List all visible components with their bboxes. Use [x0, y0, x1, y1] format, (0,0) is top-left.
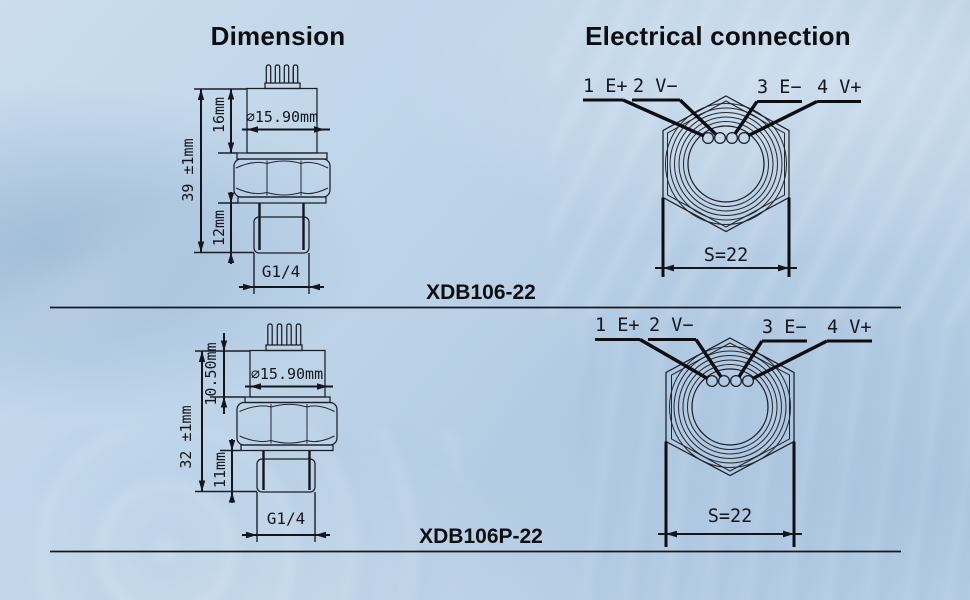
pin-leaders: [583, 98, 861, 138]
dimension-section-title: Dimension: [210, 21, 346, 51]
dim-upper-label: 16mm: [210, 97, 228, 133]
connector-face-bottom: 1 E+ 2 V− 3 E− 4 V+ S=22: [595, 315, 872, 547]
dim-diameter-label: ∅15.90mm: [251, 365, 323, 383]
pin-leaders: [595, 338, 872, 381]
electrical-section-title: Electrical connection: [585, 21, 851, 51]
hex-chamfer: [667, 100, 785, 228]
dim-overall-label: 32 ±1mm: [177, 405, 195, 468]
dim-upper-height: 16mm: [210, 89, 237, 154]
model-label-xdb106-22: XDB106-22: [426, 281, 536, 304]
thread-port: [253, 203, 310, 254]
flange: [244, 396, 331, 404]
dim-overall-height: 39 ±1mm: [179, 88, 254, 254]
pin1-label: 1 E+: [583, 76, 628, 97]
dim-wrench-flat: S=22: [658, 441, 802, 547]
thread-port: [256, 450, 316, 493]
model-label-xdb106p-22: XDB106P-22: [419, 525, 543, 548]
pin3-label: 3 E−: [762, 317, 807, 338]
dim-overall-label: 39 ±1mm: [179, 138, 197, 201]
washer: [237, 196, 327, 204]
dim-lower-label: 12mm: [210, 210, 228, 246]
dim-wrench-flat: S=22: [655, 197, 797, 277]
dim-upper-label: 10.50mm: [202, 342, 220, 405]
dim-diameter-label: ∅15.90mm: [246, 108, 318, 126]
hex-chamfer: [671, 342, 790, 472]
hex-nut: [233, 158, 331, 198]
dim-diameter: ∅15.90mm: [242, 108, 330, 133]
pin4-label: 4 V+: [817, 77, 862, 98]
pin-header: [264, 82, 301, 90]
hex-outline: [665, 337, 795, 477]
dim-thread-label: G1/4: [267, 509, 306, 528]
dim-thread: G1/4: [239, 253, 324, 294]
pin4-label: 4 V+: [827, 317, 872, 338]
hex-outline: [662, 95, 790, 233]
sensor-side-view-top: ∅15.90mm 39 ±1mm 16mm: [179, 64, 331, 294]
wrench-flat-label: S=22: [704, 245, 749, 266]
pin2-label: 2 V−: [649, 315, 694, 336]
contact-pins: [705, 374, 755, 388]
flange: [236, 152, 328, 160]
washer: [240, 444, 334, 452]
dim-diameter: ∅15.90mm: [245, 365, 333, 390]
pin-header: [265, 344, 303, 352]
dim-thread: G1/4: [242, 492, 330, 542]
pins: [265, 64, 299, 83]
sensor-side-view-bottom: ∅15.90mm 32 ±1mm 10.50mm: [177, 323, 338, 542]
wrench-flat-label: S=22: [708, 506, 753, 527]
dim-lower-height: 12mm: [210, 192, 238, 264]
pin2-label: 2 V−: [633, 76, 678, 97]
pins: [267, 323, 302, 345]
pin1-label: 1 E+: [595, 315, 640, 336]
contact-pins: [701, 131, 751, 145]
dim-upper-height: 10.50mm: [202, 333, 245, 414]
dim-thread-label: G1/4: [262, 262, 301, 281]
hex-nut: [236, 401, 338, 446]
dim-lower-height: 11mm: [211, 439, 241, 503]
shell-rings: [665, 103, 787, 225]
pin3-label: 3 E−: [757, 77, 802, 98]
dim-overall-height: 32 ±1mm: [177, 350, 257, 493]
dim-lower-label: 11mm: [211, 452, 229, 488]
shell-rings: [669, 346, 791, 468]
connector-face-top: 1 E+ 2 V− 3 E− 4 V+ S=22: [583, 76, 862, 277]
